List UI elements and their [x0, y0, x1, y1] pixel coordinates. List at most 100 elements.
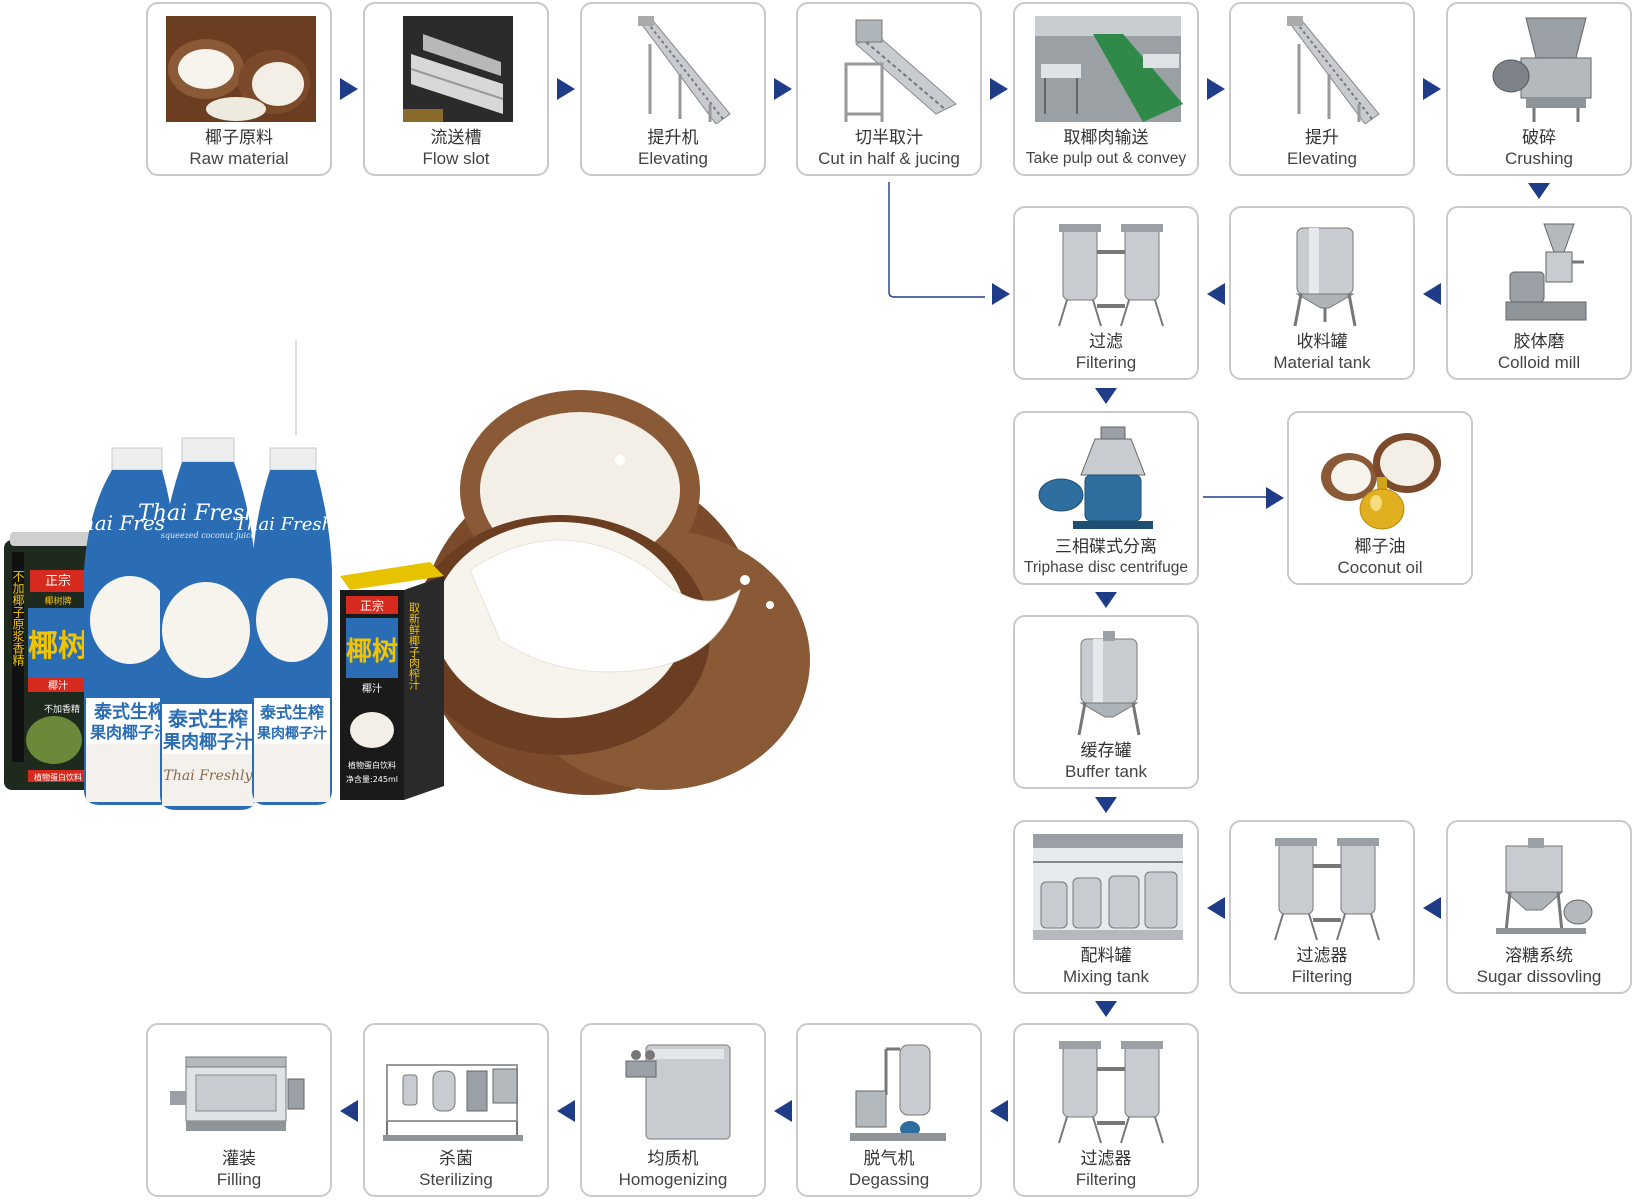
arrow-right-icon	[1207, 78, 1225, 100]
step-sugar-dissolving: 溶糖系统 Sugar dissovling	[1446, 820, 1632, 994]
cutting-machine-icon	[816, 14, 966, 124]
step-sterilizing: 杀菌 Sterilizing	[363, 1023, 549, 1197]
step-label-zh: 收料罐	[1296, 332, 1348, 351]
step-label-zh: 椰子原料	[205, 128, 273, 147]
cut-to-filter-connector	[888, 182, 985, 298]
step-homogenizing: 均质机 Homogenizing	[580, 1023, 766, 1197]
juice-bottle-left: Thai Freshly 泰式生榨 果肉椰子汁	[68, 447, 196, 805]
step-label-zh: 提升	[1305, 128, 1339, 147]
step-filling: 灌装 Filling	[146, 1023, 332, 1197]
bottle-cn-line2: 果肉椰子汁	[162, 731, 253, 753]
arrow-down-icon	[1095, 797, 1117, 813]
crusher-icon	[1466, 14, 1616, 124]
arrow-left-icon	[990, 1100, 1008, 1122]
elevator-conveyor-icon	[1249, 14, 1399, 124]
arrow-right-icon	[774, 78, 792, 100]
step-label-en: Crushing	[1504, 149, 1574, 168]
arrow-right-icon	[1423, 78, 1441, 100]
box-footer-text: 植物蛋白饮料	[348, 760, 396, 770]
step-mixing-tank: 配料罐 Mixing tank	[1013, 820, 1199, 994]
coconut-oil-icon	[1307, 423, 1457, 533]
arrow-left-icon	[1423, 283, 1441, 305]
bottle-cn-line2: 果肉椰子汁	[256, 725, 327, 742]
step-label-zh: 提升机	[647, 128, 699, 147]
step-label-en: Filtering	[1075, 1170, 1137, 1189]
can-footer-text: 植物蛋白饮料	[34, 772, 82, 782]
bottle-cn-line1: 泰式生榨	[93, 701, 166, 723]
step-coconut-oil: 椰子油 Coconut oil	[1287, 411, 1473, 585]
step-filtering-3: 过滤器 Filtering	[1013, 1023, 1199, 1197]
bottle-script-text: Thai Freshly	[138, 501, 278, 526]
step-label-en: Buffer tank	[1065, 762, 1147, 781]
step-label-zh: 脱气机	[863, 1149, 915, 1168]
step-centrifuge: 三相碟式分离 Triphase disc centrifuge	[1013, 411, 1199, 585]
arrow-left-icon	[1207, 897, 1225, 919]
box-logo-text: 椰树	[346, 637, 398, 667]
bottle-script-text: Thai Freshly	[235, 514, 350, 535]
product-hero-illustration: 不加椰子原浆香精 正宗 椰树牌 椰树 椰汁 不加香精 植物蛋白饮料 Thai F…	[4, 340, 810, 810]
step-label-en: Coconut oil	[1337, 558, 1423, 577]
coconut-halves-icon	[166, 14, 316, 124]
step-label-zh: 三相碟式分离	[1055, 537, 1157, 556]
arrow-down-icon	[1528, 183, 1550, 199]
step-material-tank: 收料罐 Material tank	[1229, 206, 1415, 380]
step-cut-half: 切半取汁 Cut in half & jucing	[796, 2, 982, 176]
step-label-zh: 灌装	[222, 1149, 256, 1168]
degasser-icon	[816, 1035, 966, 1145]
juice-bottle-center: Thai Freshly squeezed coconut juice 泰式生榨…	[138, 437, 278, 810]
step-label-en: Elevating	[1287, 149, 1357, 168]
step-label-zh: 切半取汁	[855, 128, 923, 147]
filling-machine-icon	[166, 1035, 316, 1145]
step-filtering-1: 过滤 Filtering	[1013, 206, 1199, 380]
step-label-en: Colloid mill	[1497, 353, 1581, 372]
coconut-juice-can: 不加椰子原浆香精 正宗 椰树牌 椰树 椰汁 不加香精 植物蛋白饮料	[4, 532, 100, 790]
sugar-system-icon	[1466, 832, 1616, 942]
step-label-zh: 破碎	[1522, 128, 1556, 147]
twin-filter-icon	[1033, 1035, 1183, 1145]
step-label-zh: 过滤器	[1296, 946, 1348, 965]
colloid-mill-icon	[1466, 218, 1616, 328]
can-sub-text: 椰树牌	[44, 595, 71, 607]
arrow-left-icon	[1423, 897, 1441, 919]
can-logo-text: 椰树	[28, 629, 88, 664]
can-brand-text: 正宗	[45, 573, 71, 589]
step-label-zh: 过滤器	[1080, 1149, 1132, 1168]
coconut-juice-box: 正宗 椰树 椰汁 取新鲜椰子肉榨汁 植物蛋白饮料 净含量:245ml	[340, 562, 444, 800]
step-label-zh: 取椰肉输送	[1063, 128, 1149, 147]
sterilizer-icon	[383, 1035, 533, 1145]
step-label-zh: 均质机	[647, 1149, 699, 1168]
arrow-left-icon	[1207, 283, 1225, 305]
arrow-right-icon	[557, 78, 575, 100]
step-crushing: 破碎 Crushing	[1446, 2, 1632, 176]
step-degassing: 脱气机 Degassing	[796, 1023, 982, 1197]
tank-icon	[1249, 218, 1399, 328]
centrifuge-icon	[1033, 423, 1183, 533]
step-label-en: Raw material	[189, 149, 289, 168]
step-label-en: Flow slot	[422, 149, 490, 168]
step-label-en: Triphase disc centrifuge	[1024, 559, 1188, 576]
arrow-down-icon	[1095, 1001, 1117, 1017]
step-label-en: Take pulp out & convey	[1025, 150, 1187, 167]
bottle-script-text: Thai Freshly	[164, 768, 254, 784]
can-badge-text: 不加香精	[44, 703, 80, 715]
step-label-en: Mixing tank	[1063, 967, 1149, 986]
step-label-zh: 缓存罐	[1080, 741, 1132, 760]
step-label-en: Cut in half & jucing	[818, 149, 960, 168]
step-label-en: Sterilizing	[419, 1170, 493, 1189]
step-filtering-2: 过滤器 Filtering	[1229, 820, 1415, 994]
homogenizer-icon	[600, 1035, 750, 1145]
step-label-en: Elevating	[638, 149, 708, 168]
step-buffer-tank: 缓存罐 Buffer tank	[1013, 615, 1199, 789]
can-vertical-text: 不加椰子原浆香精	[11, 570, 25, 666]
bottle-sub-text: squeezed coconut juice	[161, 531, 256, 540]
step-elevating-2: 提升 Elevating	[1229, 2, 1415, 176]
coconut-image	[410, 390, 810, 795]
step-label-en: Homogenizing	[618, 1170, 728, 1189]
box-juice-text: 椰汁	[362, 682, 382, 695]
step-label-zh: 配料罐	[1080, 946, 1132, 965]
step-label-zh: 溶糖系统	[1505, 946, 1573, 965]
bottle-cn-line1: 泰式生榨	[259, 703, 324, 722]
belt-conveyor-icon	[1033, 14, 1183, 124]
arrow-right-icon	[992, 283, 1010, 305]
arrow-down-icon	[1095, 592, 1117, 608]
